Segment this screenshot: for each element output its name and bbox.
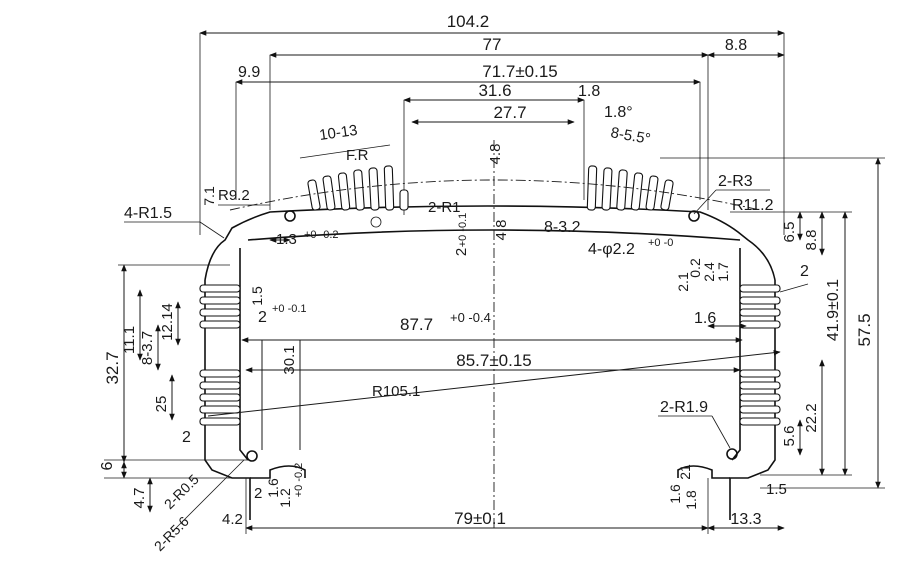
dim-fin-span: 31.6 bbox=[478, 81, 511, 100]
dim-width-87-7-tol: +0 -0.4 bbox=[450, 310, 491, 325]
dim-left-6: 6 bbox=[99, 461, 116, 470]
dim-height-main: 41.9±0.1 bbox=[825, 279, 842, 341]
dim-right-0-2: 0.2 bbox=[687, 258, 703, 278]
dim-bottom-1-2-tol: +0 -0.2 bbox=[293, 463, 305, 498]
dim-fin-pitch-angle: 8-5.5° bbox=[609, 124, 652, 148]
dim-r3: 2-R3 bbox=[718, 173, 753, 190]
dim-hole: 4-φ2.2 bbox=[588, 241, 635, 258]
dim-right-6-5: 6.5 bbox=[781, 222, 798, 243]
dim-inner-width: 77 bbox=[483, 35, 502, 54]
dim-fin-span-step: 1.8 bbox=[578, 83, 600, 100]
dim-left-4-7: 4.7 bbox=[131, 488, 148, 509]
top-fins-left bbox=[307, 165, 409, 211]
profile-outline bbox=[204, 205, 776, 520]
dim-top-span: 71.7±0.15 bbox=[482, 62, 558, 81]
dim-left-11-1: 11.1 bbox=[121, 326, 138, 354]
dim-left-corner-radius: 4-R1.5 bbox=[124, 205, 172, 222]
dim-top-fins: 10-13 bbox=[318, 122, 358, 144]
dim-right-2-4: 2.4 bbox=[701, 262, 717, 282]
dim-width-85-7: 85.7±0.15 bbox=[456, 351, 532, 370]
dim-left-height: 32.7 bbox=[103, 351, 122, 384]
dim-right-r1-9: 2-R1.9 bbox=[660, 399, 708, 416]
dim-notch: 8-3.2 bbox=[544, 219, 581, 236]
dim-right-8-8: 8.8 bbox=[803, 230, 820, 251]
dim-bottom-13-3: 13.3 bbox=[730, 511, 761, 528]
dim-right-2-1: 2.1 bbox=[675, 272, 691, 292]
dim-left-2-tol: +0 -0.1 bbox=[272, 303, 307, 315]
dim-height-total: 57.5 bbox=[855, 313, 874, 346]
dim-left-25: 25 bbox=[153, 396, 170, 413]
dim-overall-width: 104.2 bbox=[447, 12, 490, 31]
dim-fr-label: F.R bbox=[346, 147, 369, 164]
side-fins-left bbox=[199, 284, 241, 426]
dim-right-1-6: 1.6 bbox=[694, 310, 716, 327]
dim-left-12-14: 12.14 bbox=[159, 303, 176, 341]
dim-hole-tol: +0 -0 bbox=[648, 237, 673, 249]
top-fins-right bbox=[586, 165, 674, 211]
dim-bottom-1-2: 1.2 bbox=[277, 488, 293, 508]
dim-left-2b: 2 bbox=[182, 429, 191, 446]
dim-left-r05: 2-R0.5 bbox=[161, 471, 202, 512]
dim-left-r5-6: 2-R5.6 bbox=[151, 513, 192, 554]
dim-left-8-37: 8-3.7 bbox=[139, 331, 156, 365]
dim-slot-tol: +0 -0.1 bbox=[457, 213, 469, 248]
dim-slot-depth: 2 bbox=[453, 248, 470, 256]
dim-groove-left: 1.3 bbox=[276, 231, 297, 248]
dim-bottom-1-6: 1.6 bbox=[265, 478, 281, 498]
dim-right-22-2: 22.2 bbox=[803, 403, 820, 432]
dim-radius-big: R105.1 bbox=[372, 383, 420, 400]
dim-left-offset: 9.9 bbox=[238, 64, 260, 81]
dim-right-2-1b: 21 bbox=[677, 464, 693, 480]
dim-top-flat: 27.7 bbox=[493, 103, 526, 122]
dim-right-1-7: 1.7 bbox=[715, 262, 731, 282]
dim-slot-height: 4.8 bbox=[493, 220, 510, 241]
dim-fin-angle: 1.8° bbox=[604, 104, 633, 121]
arc-centerline bbox=[229, 179, 761, 211]
dim-bottom-2: 2 bbox=[254, 485, 262, 502]
dim-left-1-5: 1.5 bbox=[249, 286, 265, 306]
dim-inner-r1: 2-R1 bbox=[428, 199, 461, 216]
dim-bottom-79: 79±0.1 bbox=[454, 509, 506, 528]
dim-right-1-5: 1.5 bbox=[766, 481, 787, 498]
side-fins-right bbox=[739, 284, 781, 426]
dim-right-offset: 8.8 bbox=[725, 37, 747, 54]
dim-right-r2: 2 bbox=[800, 263, 809, 280]
dim-right-1-6b: 1.6 bbox=[667, 484, 683, 504]
dim-bottom-4-2: 4.2 bbox=[222, 511, 243, 528]
dim-left-small: 7.1 bbox=[201, 186, 217, 206]
dim-slot-30-1: 30.1 bbox=[281, 345, 298, 374]
dim-top-rise: 4.8 bbox=[487, 144, 504, 165]
dim-right-5-6: 5.6 bbox=[781, 426, 798, 447]
dim-r11: R11.2 bbox=[732, 197, 774, 214]
dim-right-1-8: 1.8 bbox=[683, 490, 699, 510]
dim-left-2: 2 bbox=[258, 309, 267, 326]
dim-r-left-top: R9.2 bbox=[218, 187, 250, 204]
dim-width-87-7: 87.7 bbox=[400, 315, 433, 334]
dim-groove-left-tol: +0 -0.2 bbox=[304, 229, 339, 241]
